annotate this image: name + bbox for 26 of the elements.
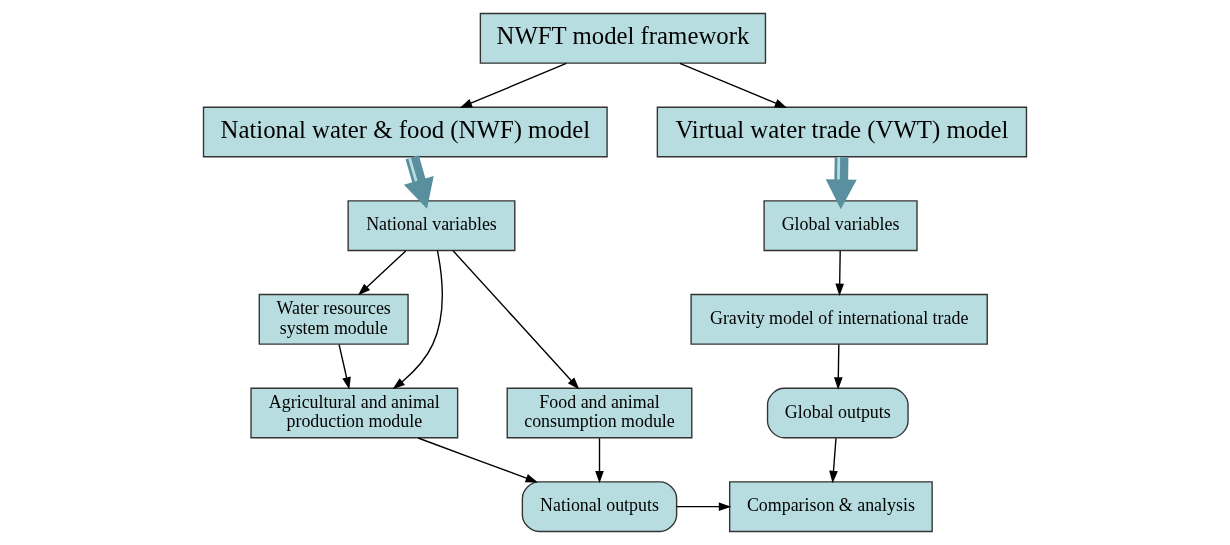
arrow (338, 343, 351, 390)
arrow (595, 437, 604, 484)
node-box: National variables (347, 200, 516, 252)
node-box: National water & food (NWF) model (202, 106, 608, 158)
node-box: Global outputs (766, 387, 909, 439)
arrow (403, 155, 434, 209)
arrow (459, 62, 567, 108)
arrow (676, 502, 732, 511)
node-box: Gravity model of international trade (690, 293, 988, 345)
node-box: National outputs (521, 481, 678, 533)
node-box: Virtual water trade (VWT) model (656, 106, 1028, 158)
node-box: Comparison & analysis (728, 481, 933, 533)
arrow (825, 157, 857, 210)
arrow (358, 250, 407, 296)
arrow (452, 250, 580, 390)
node-box: Food and animal consumption module (506, 387, 693, 439)
arrow (417, 437, 538, 483)
node-box: Global variables (763, 200, 918, 252)
node-box: Water resources system module (258, 293, 409, 345)
node-box: NWFT model framework (479, 12, 767, 64)
arrow (829, 437, 838, 484)
arrow (833, 343, 843, 390)
arrow (835, 250, 845, 296)
arrow (679, 62, 788, 108)
arrow (392, 250, 443, 390)
node-box: Agricultural and animal production module (250, 387, 459, 439)
